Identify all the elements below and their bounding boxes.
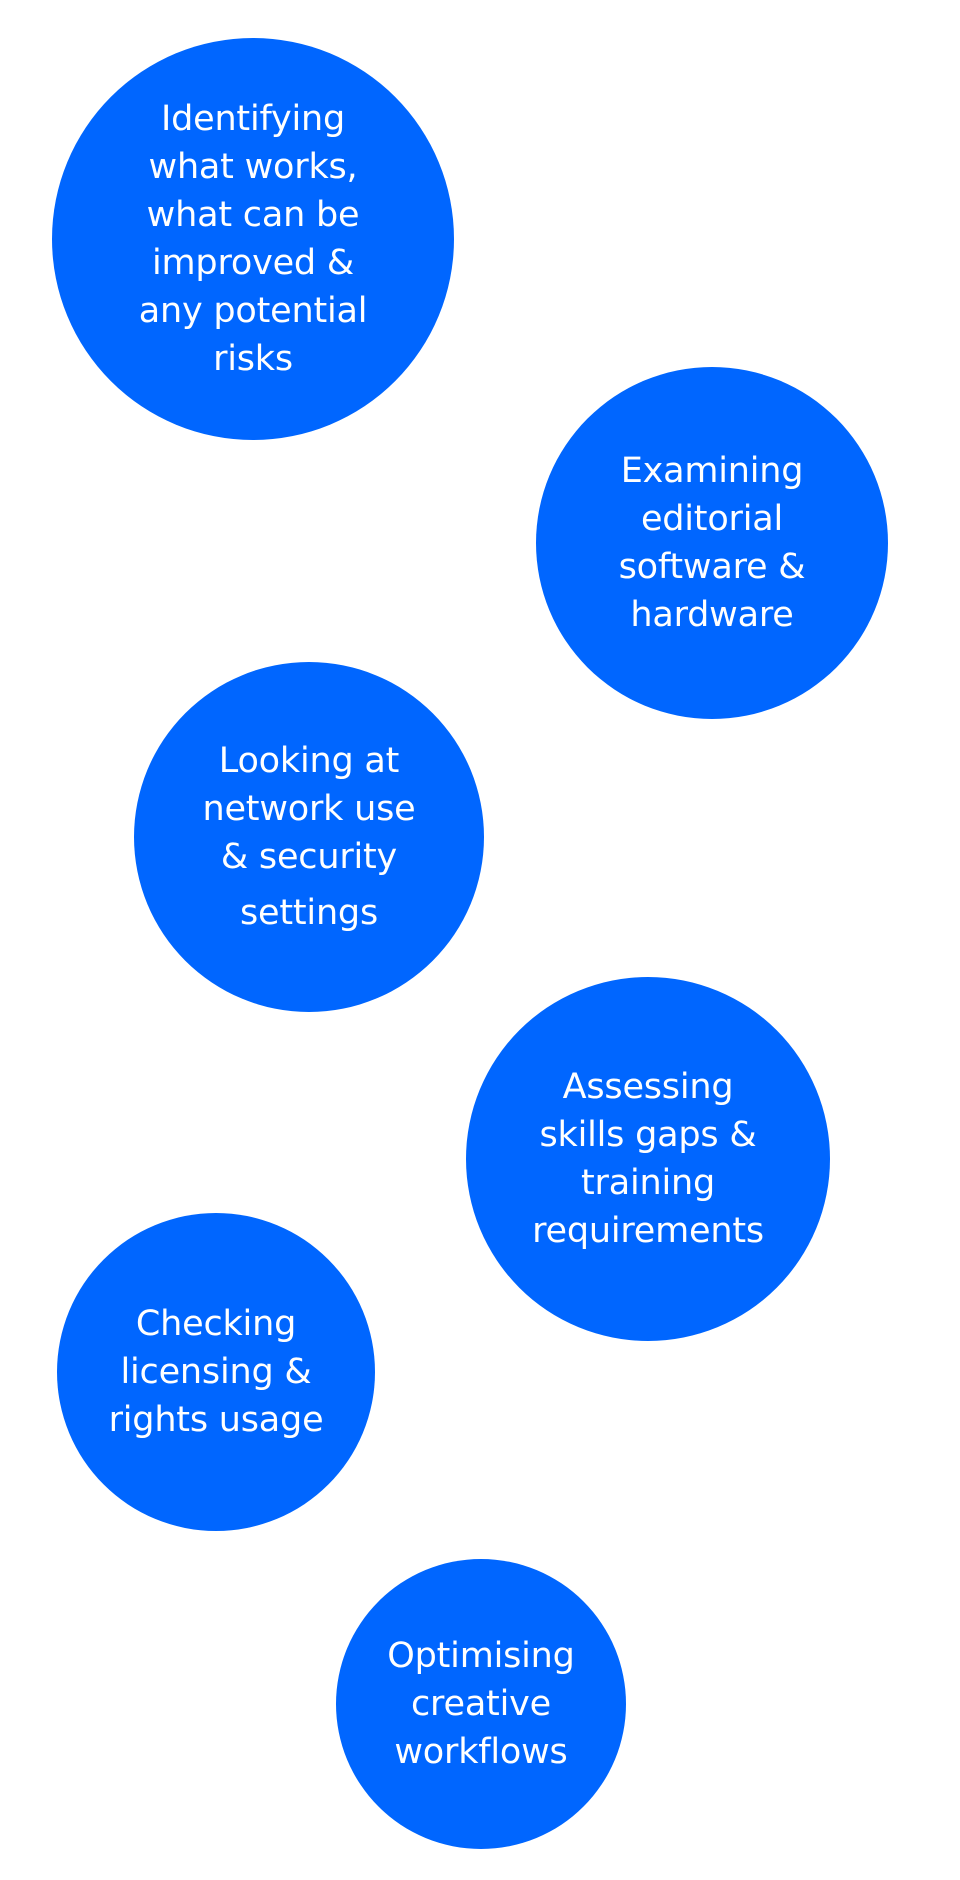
bubble-line: what can be — [146, 195, 360, 235]
bubble-text: Identifying what works, what can be impr… — [139, 95, 368, 383]
bubble-text: Assessing skills gaps & training require… — [532, 1063, 764, 1255]
bubble-line: creative — [411, 1684, 551, 1724]
bubble-line: licensing & — [120, 1352, 312, 1392]
bubble-line: requirements — [532, 1211, 764, 1251]
bubble-line: & security — [220, 837, 398, 877]
bubble-network-security: Looking at network use & security settin… — [134, 662, 484, 1012]
bubble-line: Identifying — [160, 99, 346, 139]
bubble-line: settings — [240, 893, 378, 933]
bubble-line: training — [581, 1163, 715, 1203]
bubble-skills-gaps: Assessing skills gaps & training require… — [466, 977, 830, 1341]
bubble-line: Looking at — [218, 741, 400, 781]
bubble-line: Optimising — [387, 1636, 575, 1676]
bubble-line: network use — [202, 789, 416, 829]
bubble-line: Checking — [135, 1304, 297, 1344]
bubble-text: Looking at network use & security settin… — [202, 737, 415, 937]
bubble-licensing-rights: Checking licensing & rights usage — [57, 1213, 375, 1531]
bubble-text: Optimising creative workflows — [387, 1632, 575, 1776]
bubble-text: Examining editorial software & hardware — [619, 447, 806, 639]
bubble-line: software & — [618, 547, 806, 587]
bubble-line: hardware — [630, 595, 794, 635]
bubble-text: Checking licensing & rights usage — [109, 1300, 324, 1444]
bubble-line: skills gaps & — [539, 1115, 757, 1155]
bubble-creative-workflows: Optimising creative workflows — [336, 1559, 626, 1849]
bubble-line: Assessing — [562, 1067, 734, 1107]
bubble-line: editorial — [640, 499, 784, 539]
bubble-identifying-what-works: Identifying what works, what can be impr… — [52, 38, 454, 440]
bubble-line: risks — [213, 339, 293, 379]
bubble-examining-editorial: Examining editorial software & hardware — [536, 367, 888, 719]
bubble-line: workflows — [394, 1732, 568, 1772]
bubble-line: what works, — [148, 147, 358, 187]
bubble-line: Examining — [620, 451, 804, 491]
bubble-line: any potential — [138, 291, 368, 331]
bubble-line: improved & — [152, 243, 354, 283]
bubble-line: rights usage — [108, 1400, 324, 1440]
